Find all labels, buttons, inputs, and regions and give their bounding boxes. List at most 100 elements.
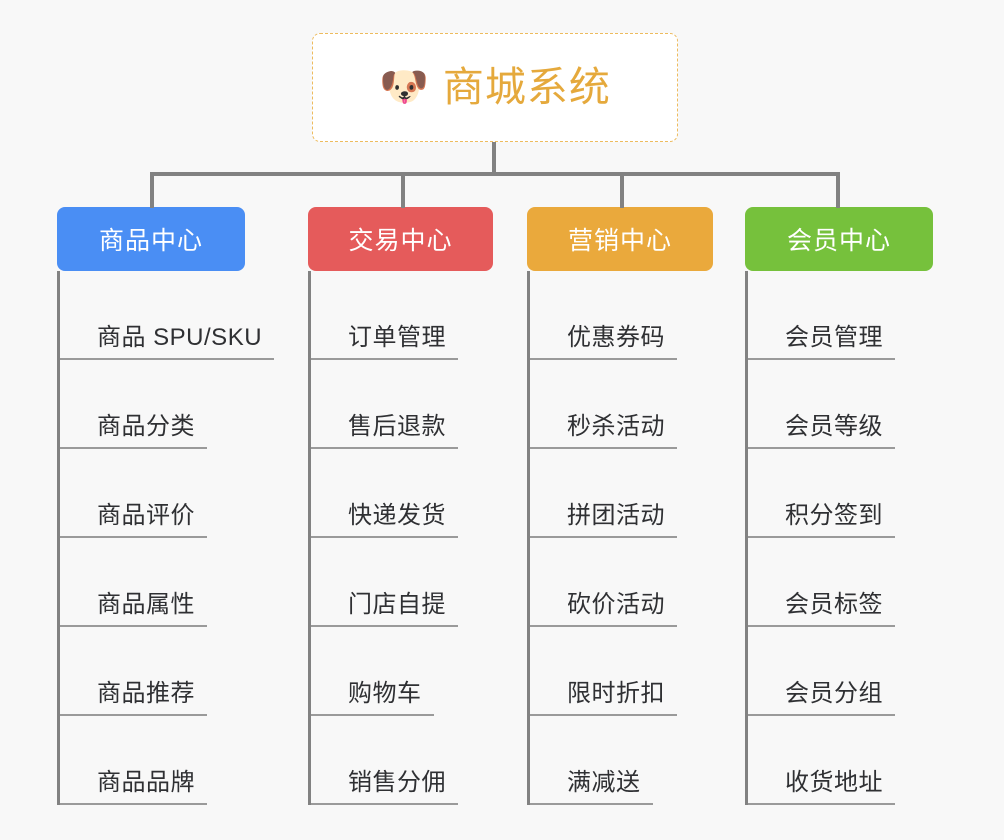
dog-face-icon: 🐶 <box>379 64 429 109</box>
branch-item[interactable]: 满减送 <box>527 716 713 805</box>
branch-items-marketing-center: 优惠券码秒杀活动拼团活动砍价活动限时折扣满减送 <box>527 271 713 805</box>
connector-spine-product-center <box>57 271 60 805</box>
branch-item-label: 售后退款 <box>348 412 446 440</box>
branch-item-underline: 商品品牌 <box>60 768 207 805</box>
branch-member-center: 会员中心会员管理会员等级积分签到会员标签会员分组收货地址 <box>745 207 933 805</box>
branch-items-product-center: 商品 SPU/SKU 商品分类商品评价商品属性商品推荐商品品牌 <box>57 271 275 805</box>
branch-item[interactable]: 优惠券码 <box>527 271 713 360</box>
branch-item-label: 购物车 <box>348 679 422 707</box>
branch-item-label: 优惠券码 <box>567 323 665 351</box>
branch-product-center: 商品中心商品 SPU/SKU 商品分类商品评价商品属性商品推荐商品品牌 <box>57 207 275 805</box>
branch-items-member-center: 会员管理会员等级积分签到会员标签会员分组收货地址 <box>745 271 933 805</box>
root-node[interactable]: 🐶 商城系统 <box>312 33 678 142</box>
branch-item-label: 商品评价 <box>97 501 195 529</box>
branch-item-underline: 销售分佣 <box>311 768 458 805</box>
branch-item-underline: 收货地址 <box>748 768 895 805</box>
branch-item[interactable]: 拼团活动 <box>527 449 713 538</box>
branch-item-underline: 商品推荐 <box>60 679 207 716</box>
branch-item-label: 商品推荐 <box>97 679 195 707</box>
branch-item-label: 秒杀活动 <box>567 412 665 440</box>
branch-item[interactable]: 会员标签 <box>745 538 933 627</box>
branch-item-underline: 积分签到 <box>748 501 895 538</box>
branch-item-label: 快递发货 <box>348 501 446 529</box>
branch-header-marketing-center[interactable]: 营销中心 <box>527 207 713 271</box>
branch-item-label: 满减送 <box>567 768 641 796</box>
branch-item-underline: 售后退款 <box>311 412 458 449</box>
branch-item[interactable]: 商品推荐 <box>57 627 245 716</box>
branch-item-underline: 订单管理 <box>311 323 458 360</box>
branch-item[interactable]: 砍价活动 <box>527 538 713 627</box>
branch-item[interactable]: 商品评价 <box>57 449 245 538</box>
branch-item-underline: 满减送 <box>530 768 653 805</box>
branch-item-label: 会员分组 <box>785 679 883 707</box>
branch-item-underline: 会员标签 <box>748 590 895 627</box>
branch-header-member-center[interactable]: 会员中心 <box>745 207 933 271</box>
branch-item-label: 会员标签 <box>785 590 883 618</box>
branch-item[interactable]: 会员等级 <box>745 360 933 449</box>
branch-header-label: 会员中心 <box>786 227 891 255</box>
branch-items-trade-center: 订单管理售后退款快递发货门店自提购物车销售分佣 <box>308 271 493 805</box>
branch-item[interactable]: 售后退款 <box>308 360 493 449</box>
branch-header-trade-center[interactable]: 交易中心 <box>308 207 493 271</box>
branch-item-label: 订单管理 <box>348 323 446 351</box>
connector-spine-marketing-center <box>527 271 530 805</box>
branch-item[interactable]: 积分签到 <box>745 449 933 538</box>
branch-item-label: 拼团活动 <box>567 501 665 529</box>
branch-marketing-center: 营销中心优惠券码秒杀活动拼团活动砍价活动限时折扣满减送 <box>527 207 713 805</box>
branch-item-underline: 商品 SPU/SKU <box>60 323 275 360</box>
branch-item[interactable]: 快递发货 <box>308 449 493 538</box>
connector-drop-product-center <box>150 172 154 208</box>
branch-item-underline: 会员管理 <box>748 323 895 360</box>
branch-item-underline: 商品评价 <box>60 501 207 538</box>
root-title: 商城系统 <box>442 64 611 110</box>
branch-item[interactable]: 订单管理 <box>308 271 493 360</box>
branch-item-underline: 商品属性 <box>60 590 207 627</box>
branch-item-label: 收货地址 <box>785 768 883 796</box>
connector-bus <box>150 172 838 176</box>
branch-item[interactable]: 会员分组 <box>745 627 933 716</box>
branch-item-label: 销售分佣 <box>348 768 446 796</box>
branch-item-underline: 砍价活动 <box>530 590 677 627</box>
branch-item[interactable]: 商品 SPU/SKU <box>57 271 275 360</box>
branch-item-underline: 秒杀活动 <box>530 412 677 449</box>
branch-item-underline: 快递发货 <box>311 501 458 538</box>
branch-item-underline: 门店自提 <box>311 591 458 627</box>
connector-drop-member-center <box>836 172 840 208</box>
connector-trunk <box>492 142 496 174</box>
branch-item[interactable]: 购物车 <box>308 627 493 716</box>
branch-item-label: 限时折扣 <box>567 679 665 707</box>
branch-item[interactable]: 商品分类 <box>57 360 245 449</box>
branch-item[interactable]: 商品品牌 <box>57 716 245 805</box>
branch-item-label: 积分签到 <box>785 501 883 529</box>
connector-drop-marketing-center <box>620 172 624 208</box>
branch-item[interactable]: 门店自提 <box>308 538 493 627</box>
branch-header-product-center[interactable]: 商品中心 <box>57 207 245 271</box>
branch-item-label: 商品 SPU/SKU <box>97 323 263 351</box>
branch-item-label: 商品属性 <box>97 590 195 618</box>
branch-item-underline: 商品分类 <box>60 412 207 449</box>
branch-item-label: 砍价活动 <box>567 590 665 618</box>
branch-item-underline: 拼团活动 <box>530 501 677 538</box>
connector-spine-member-center <box>745 271 748 805</box>
branch-item[interactable]: 收货地址 <box>745 716 933 805</box>
branch-item-underline: 会员等级 <box>748 412 895 449</box>
branch-item-underline: 会员分组 <box>748 679 895 716</box>
branch-item[interactable]: 销售分佣 <box>308 716 493 805</box>
branch-item-underline: 限时折扣 <box>530 679 677 716</box>
branch-header-label: 商品中心 <box>98 227 203 255</box>
branch-header-label: 交易中心 <box>348 227 453 255</box>
branch-item[interactable]: 会员管理 <box>745 271 933 360</box>
branch-header-label: 营销中心 <box>567 227 672 255</box>
branch-item[interactable]: 秒杀活动 <box>527 360 713 449</box>
branch-item[interactable]: 限时折扣 <box>527 627 713 716</box>
branch-item-underline: 优惠券码 <box>530 323 677 360</box>
connector-spine-trade-center <box>308 271 311 805</box>
branch-item-underline: 购物车 <box>311 679 434 716</box>
branch-item-label: 商品品牌 <box>97 768 195 796</box>
branch-trade-center: 交易中心订单管理售后退款快递发货门店自提购物车销售分佣 <box>308 207 493 805</box>
branch-item-label: 会员管理 <box>785 323 883 351</box>
branch-item[interactable]: 商品属性 <box>57 538 245 627</box>
branch-item-label: 会员等级 <box>785 412 883 440</box>
branch-item-label: 商品分类 <box>97 412 195 440</box>
